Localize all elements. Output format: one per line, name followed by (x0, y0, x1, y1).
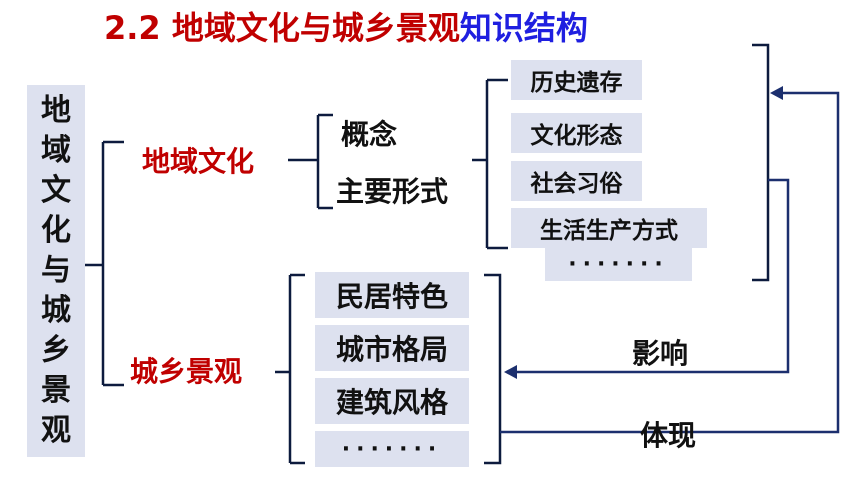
landscape-right-bracket (484, 273, 502, 465)
landscape-item: 建筑风格 (315, 378, 469, 424)
forms-bracket (485, 78, 508, 250)
root-char: 域 (41, 133, 71, 168)
forms-item-ellipsis: ······· (545, 247, 692, 281)
title-suffix: 知识结构 (459, 9, 588, 47)
root-char: 与 (41, 253, 71, 288)
root-char: 乡 (41, 333, 71, 368)
title-main: 2.2 地域文化与城乡景观 (104, 9, 460, 47)
root-char: 景 (41, 373, 71, 408)
forms-item: 生活生产方式 (511, 208, 707, 248)
root-char: 城 (41, 293, 71, 328)
landscape-bracket (288, 273, 305, 465)
landscape-item-ellipsis: ······· (315, 431, 469, 467)
influence-arrow-line (512, 178, 790, 374)
root-char: 观 (41, 413, 71, 448)
root-char: 化 (41, 213, 71, 248)
forms-item: 文化形态 (511, 113, 642, 153)
landscape-item: 民居特色 (315, 272, 469, 318)
page-title: 2.2 地域文化与城乡景观知识结构 (104, 6, 588, 50)
root-bracket (78, 140, 124, 387)
root-char: 文 (41, 173, 71, 208)
influence-arrowhead (504, 365, 517, 379)
culture-sub-concept: 概念 (341, 118, 398, 151)
root-char: 地 (41, 93, 71, 128)
relation-influence-label: 影响 (632, 337, 689, 370)
culture-sub-bracket (308, 113, 333, 210)
reflect-arrow-line (500, 91, 840, 434)
landscape-item: 城市格局 (315, 325, 469, 371)
forms-item: 历史遗存 (511, 60, 642, 100)
culture-sub-main-forms: 主要形式 (336, 175, 449, 208)
branch-urban-rural-landscape: 城乡景观 (130, 355, 243, 388)
branch-regional-culture: 地域文化 (142, 145, 255, 178)
relation-reflect-label: 体现 (640, 419, 697, 452)
reflect-arrowhead (770, 86, 783, 100)
forms-item: 社会习俗 (511, 161, 642, 201)
forms-right-bracket (752, 43, 770, 282)
root-node: 地 域 文 化 与 城 乡 景 观 (27, 85, 85, 457)
